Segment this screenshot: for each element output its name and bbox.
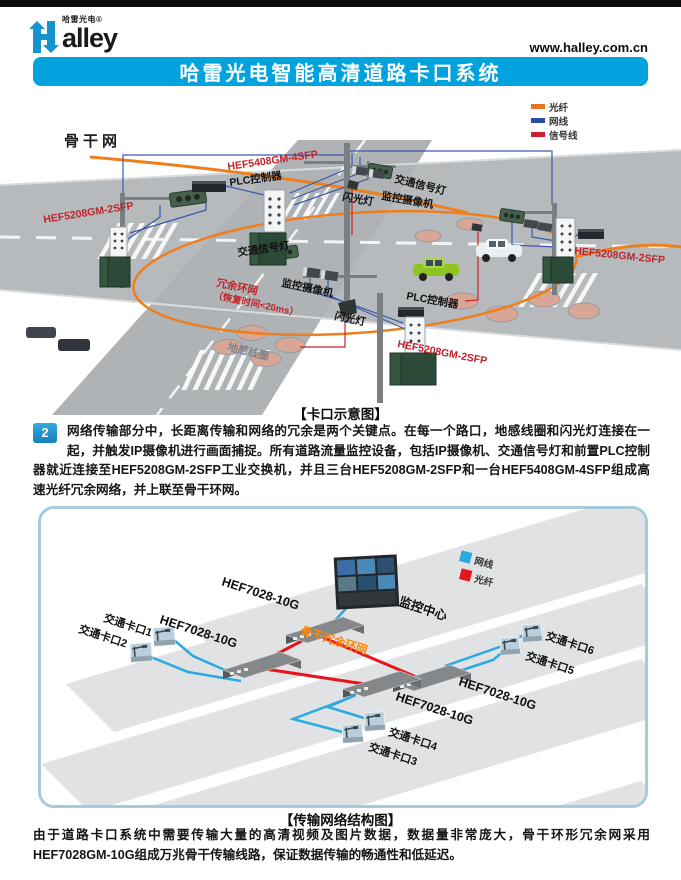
legend-label-fiber: 光纤	[548, 102, 569, 114]
network-structure-panel: 网线 光纤 HEF7028-10G HEF7028-10G HEF7028-10…	[38, 506, 648, 808]
diagram2-caption: 【传输网络结构图】	[279, 813, 402, 828]
equipment-cabinet	[99, 232, 574, 386]
legend-label-ethernet: 网线	[473, 555, 495, 571]
diagram1-legend: 光纤 网线 信号线	[531, 102, 578, 142]
core-switch	[222, 651, 302, 679]
halley-logo: alley	[28, 20, 118, 58]
car-white	[476, 239, 522, 262]
legend-label-signal: 信号线	[549, 130, 578, 142]
page-title-banner: 哈雷光电智能高清道路卡口系统	[33, 57, 648, 86]
industrial-switch	[109, 189, 576, 354]
road-north-south	[52, 140, 432, 415]
top-black-bar	[0, 0, 681, 7]
core-switch	[342, 670, 422, 698]
section2-text: 网络传输部分中，长距离传输和网络的冗余是两个关键点。在每一个路口，地感线圈和闪光…	[33, 424, 650, 497]
car-green	[413, 258, 459, 281]
legend-label-fiber: 光纤	[472, 573, 495, 590]
website-url[interactable]: www.halley.com.cn	[529, 40, 648, 55]
section-number-badge: 2	[33, 423, 57, 443]
backbone-network-label: 骨干网	[64, 133, 121, 150]
checkpoint-intersection-diagram: 光纤 网线 信号线 骨干网 HEF5408GM-4SFP PLC控制器 交通信号…	[0, 102, 681, 415]
legend-label-ethernet: 网线	[549, 116, 569, 128]
surveillance-camera	[302, 165, 553, 282]
plc-controller-box	[192, 181, 604, 317]
halley-h-arrow-icon	[29, 21, 59, 53]
transmission-network-diagram: 网线 光纤 HEF7028-10G HEF7028-10G HEF7028-10…	[41, 509, 645, 805]
footer-paragraph: 由于道路卡口系统中需要传输大量的高清视频及图片数据，数据量非常庞大，骨干环形冗余…	[33, 828, 650, 862]
diagram1-caption: 【卡口示意图】	[293, 407, 388, 422]
core-switch	[285, 616, 365, 644]
flash-lamp-label: 闪光灯	[341, 190, 375, 208]
diagram2-legend: 网线 光纤	[459, 550, 495, 590]
backbone-fiber-line	[89, 155, 469, 215]
flash-lamp	[338, 179, 483, 317]
backbone-fiber-line	[574, 243, 681, 259]
brand-cn-label: 哈雷光电®	[62, 15, 103, 24]
car-dark	[26, 327, 90, 351]
crosswalk	[282, 193, 340, 217]
brand-wordmark: alley	[62, 23, 118, 53]
page-title: 哈雷光电智能高清道路卡口系统	[179, 63, 502, 85]
checkpoint-camera-thumb	[129, 623, 543, 744]
monitoring-center-wall	[333, 554, 400, 610]
